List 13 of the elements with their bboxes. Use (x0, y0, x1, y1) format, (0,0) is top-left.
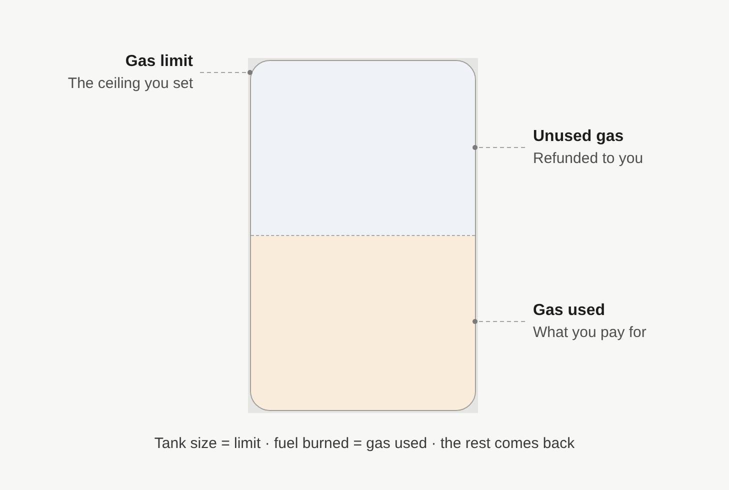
caption: Tank size = limit · fuel burned = gas used · the rest comes back (153, 434, 576, 454)
callout-title: Gas used (533, 301, 606, 321)
callout-note: What you pay for (533, 324, 646, 342)
leader-line (200, 70, 252, 75)
leader-line (472, 319, 526, 324)
unused-tank-section (251, 61, 475, 236)
callout-note: Refunded to you (533, 150, 644, 168)
callout-title: Unused gas (533, 127, 624, 147)
tank (250, 60, 476, 411)
callout-note: The ceiling you set (68, 75, 193, 93)
filled-tank-section (251, 236, 475, 410)
leader-line (472, 145, 526, 150)
callout-title: Gas limit (125, 52, 193, 72)
